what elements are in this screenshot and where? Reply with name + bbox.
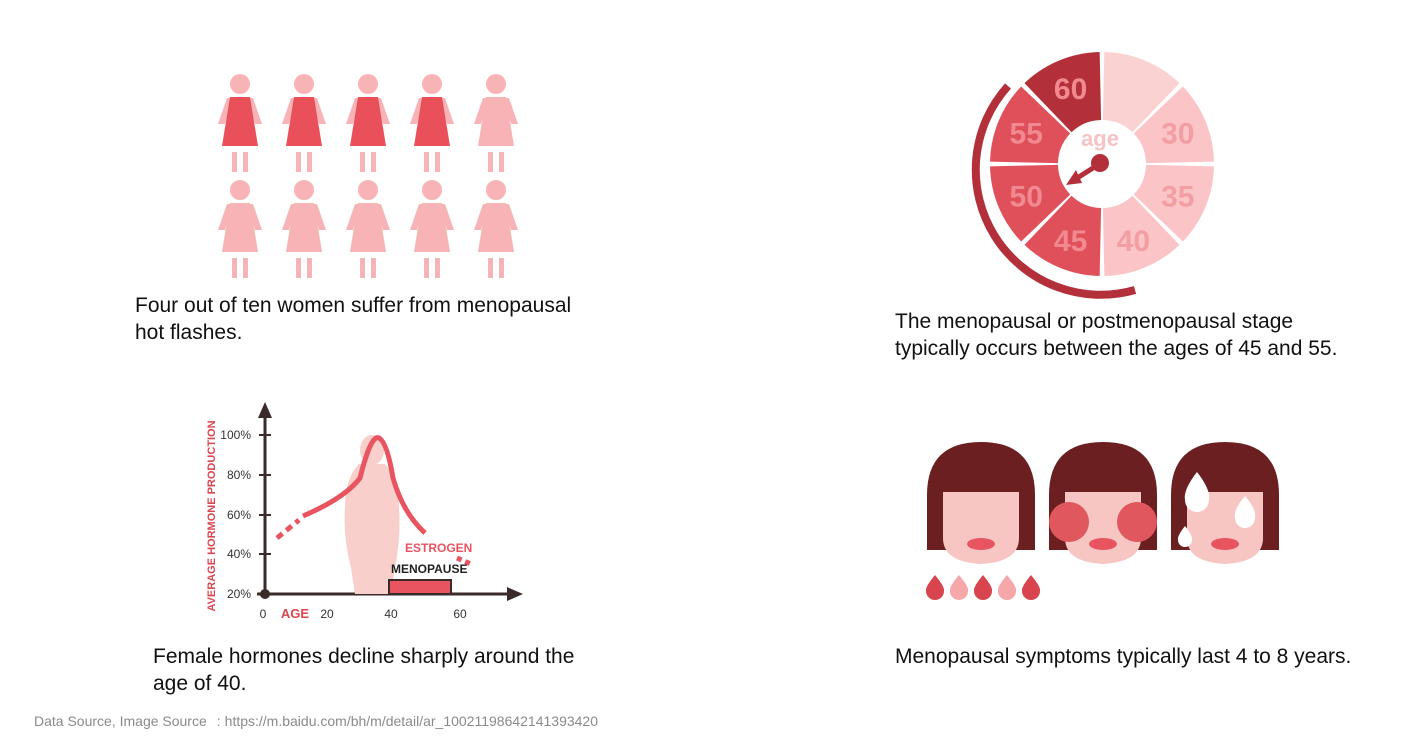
age-wheel-caption-line1: The menopausal or postmenopausal stage <box>895 310 1294 333</box>
y-tick-80: 80% <box>227 468 251 482</box>
wheel-segment-60 <box>1024 52 1102 133</box>
origin-dot <box>260 589 270 599</box>
wheel-segment-40 <box>1102 195 1180 276</box>
wheel-segment-55 <box>990 86 1071 164</box>
cheek-left <box>1049 502 1089 542</box>
source-footer: Data Source, Image Source:https://m.baid… <box>34 713 598 729</box>
hormone-caption-line2: age of 40. <box>153 672 247 695</box>
woman-icon <box>410 74 454 172</box>
women-caption: Four out of ten women suffer from menopa… <box>135 292 571 346</box>
women-pictogram <box>218 74 518 278</box>
woman-icon <box>410 180 454 278</box>
wheel-segment-35 <box>1133 164 1214 242</box>
cheek-right <box>1117 502 1157 542</box>
hormone-chart: AVERAGE HORMONE PRODUCTION 100% 80% 60% … <box>206 402 523 621</box>
woman-icon <box>474 74 518 172</box>
woman-icon <box>282 74 326 172</box>
lips <box>1211 538 1239 550</box>
source-separator: : <box>216 713 221 729</box>
y-ticks: 100% 80% 60% 40% 20% <box>220 428 251 601</box>
x-axis-label: AGE <box>281 606 310 621</box>
women-caption-line2: hot flashes. <box>135 321 243 344</box>
y-axis-arrow <box>258 402 272 418</box>
y-tick-marks <box>259 434 271 555</box>
women-panel <box>200 66 540 286</box>
women-caption-line1: Four out of ten women suffer from menopa… <box>135 294 572 317</box>
arrow-head <box>1066 170 1082 185</box>
woman-icon <box>218 74 262 172</box>
y-tick-40: 40% <box>227 547 251 561</box>
faces-panel <box>925 440 1285 610</box>
y-tick-100: 100% <box>220 428 251 442</box>
wheel-label-40: 40 <box>1117 225 1150 258</box>
face-flushed <box>1049 442 1157 564</box>
x-axis-arrow <box>507 587 523 601</box>
wheel-label-45: 45 <box>1054 225 1087 258</box>
source-url: https://m.baidu.com/bh/m/detail/ar_10021… <box>224 713 599 729</box>
wheel-segment-50 <box>990 164 1071 242</box>
menopause-band <box>388 579 452 595</box>
faces-caption: Menopausal symptoms typically last 4 to … <box>895 643 1351 670</box>
age-wheel-caption: The menopausal or postmenopausal stage t… <box>895 308 1337 362</box>
woman-icon <box>474 180 518 278</box>
drop-icon <box>997 575 1017 600</box>
wheel-label-60: 60 <box>1054 73 1087 106</box>
face <box>943 492 1019 564</box>
woman-icon <box>346 74 390 172</box>
wheel-center-label: age <box>1081 126 1119 151</box>
hormone-chart-panel: AVERAGE HORMONE PRODUCTION 100% 80% 60% … <box>195 398 535 628</box>
y-tick-20: 20% <box>227 587 251 601</box>
drop-icon <box>949 575 969 600</box>
x-tick-20: 20 <box>320 607 334 621</box>
wheel-label-30: 30 <box>1161 118 1194 151</box>
estrogen-label: ESTROGEN <box>405 541 472 555</box>
wheel-segment-30 <box>1133 86 1214 164</box>
wheel-label-35: 35 <box>1161 180 1194 213</box>
drops-row <box>925 575 1041 600</box>
drop-icon <box>1021 575 1041 600</box>
estrogen-dash-start <box>275 518 301 540</box>
x-tick-40: 40 <box>384 607 398 621</box>
x-tick-60: 60 <box>453 607 467 621</box>
age-wheel: 60 30 35 40 45 50 55 age <box>971 52 1214 299</box>
source-label: Data Source, Image Source <box>34 713 207 729</box>
estrogen-curve <box>302 435 427 535</box>
x-ticks: 0 20 40 60 <box>260 607 467 621</box>
wheel-dot <box>1091 154 1109 172</box>
age-wheel-caption-line2: typically occurs between the ages of 45 … <box>895 337 1338 360</box>
wheel-label-50: 50 <box>1010 180 1043 213</box>
estrogen-dash-end <box>456 555 472 567</box>
lips <box>967 538 995 550</box>
wheel-label-55: 55 <box>1010 118 1043 151</box>
hormone-caption: Female hormones decline sharply around t… <box>153 643 574 697</box>
sweat-drop-icon <box>1184 472 1210 512</box>
drop-icon <box>925 575 945 600</box>
wheel-segment-45 <box>1024 195 1102 276</box>
woman-icon <box>346 180 390 278</box>
sweat-drop-icon <box>1234 496 1256 528</box>
age-wheel-panel: 60 30 35 40 45 50 55 age <box>960 52 1230 302</box>
faces-illustration <box>925 442 1279 600</box>
sweat-drop-icon <box>1177 526 1193 547</box>
drop-icon <box>973 575 993 600</box>
wheel-segment-blank <box>1102 52 1180 133</box>
menopause-label: MENOPAUSE <box>391 562 467 576</box>
hormone-caption-line1: Female hormones decline sharply around t… <box>153 645 575 668</box>
y-axis-label: AVERAGE HORMONE PRODUCTION <box>206 420 218 611</box>
lips <box>1089 538 1117 550</box>
woman-icon <box>218 180 262 278</box>
woman-icon <box>282 180 326 278</box>
face-plain <box>927 442 1035 564</box>
outer-arc <box>971 83 1137 299</box>
face-sweating <box>1171 442 1279 564</box>
y-tick-60: 60% <box>227 508 251 522</box>
x-tick-0: 0 <box>260 607 267 621</box>
faces-caption-line1: Menopausal symptoms typically last 4 to … <box>895 645 1352 668</box>
